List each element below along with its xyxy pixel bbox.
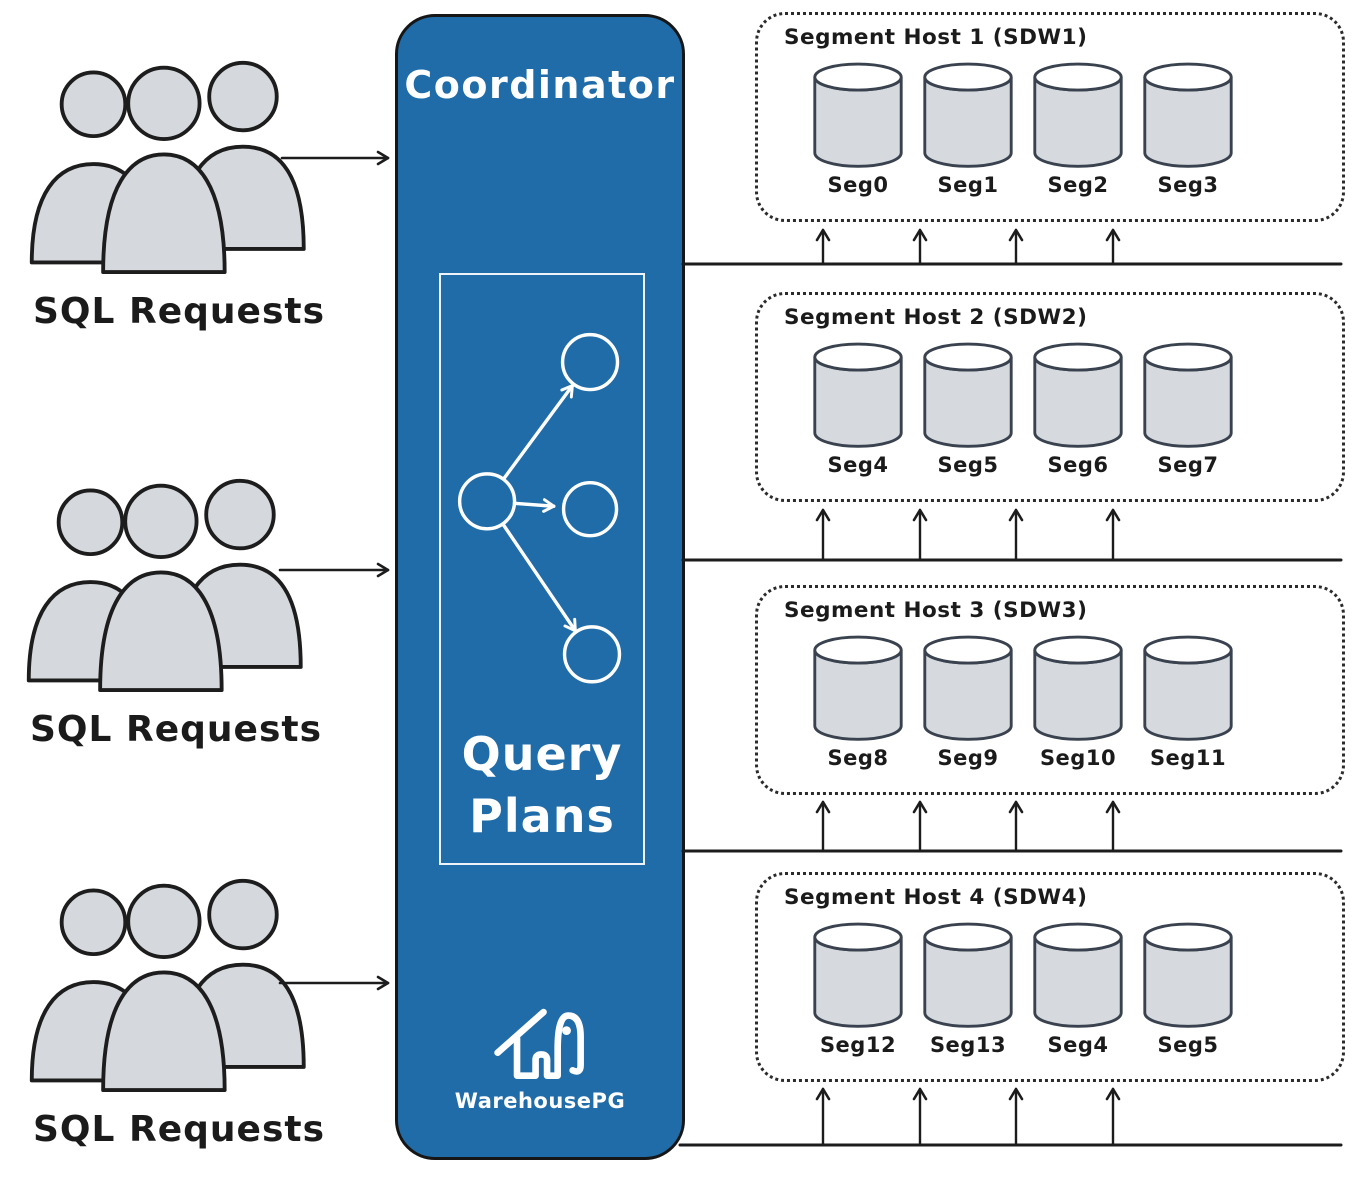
segment-seg5: Seg5 [920, 339, 1016, 477]
segment-seg2: Seg2 [1030, 59, 1126, 197]
database-cylinder-icon [1143, 342, 1233, 448]
segment-host-title: Segment Host 1 (SDW1) [784, 25, 1088, 50]
database-cylinder-icon [813, 62, 903, 168]
segment-host-3: Segment Host 3 (SDW3) Seg8 Seg9 Seg10 Se… [755, 585, 1345, 795]
segment-host-title: Segment Host 3 (SDW3) [784, 598, 1088, 623]
query-plan-tree-icon [457, 332, 622, 684]
segment-seg9: Seg9 [920, 632, 1016, 770]
query-plans-box: Query Plans [439, 273, 645, 865]
database-cylinder-icon [1143, 62, 1233, 168]
segment-label: Seg7 [1157, 453, 1219, 477]
client-group-1: SQL Requests [15, 58, 326, 332]
database-cylinder-icon [1033, 62, 1123, 168]
database-cylinder-icon [813, 922, 903, 1028]
segment-seg12: Seg12 [810, 919, 906, 1057]
segment-host-1: Segment Host 1 (SDW1) Seg0 Seg1 Seg2 Seg… [755, 12, 1345, 222]
segment-row: Seg0 Seg1 Seg2 Seg3 [810, 59, 1236, 197]
coordinator-node: Coordinator Query Plans [395, 14, 685, 1160]
segment-seg6: Seg6 [1030, 339, 1126, 477]
users-icon [29, 60, 306, 275]
warehousepg-logo-text: WarehousePG [454, 1089, 626, 1113]
query-plans-label-line2: Plans [469, 789, 615, 843]
segment-seg11: Seg11 [1140, 632, 1236, 770]
segment-label: Seg2 [1047, 173, 1109, 197]
segment-seg1: Seg1 [920, 59, 1016, 197]
warehousepg-logo-icon [494, 1008, 584, 1079]
segment-label: Seg4 [827, 453, 889, 477]
query-plans-label-line1: Query [461, 727, 623, 781]
segment-label: Seg5 [937, 453, 999, 477]
coordinator-title: Coordinator [404, 63, 676, 107]
client-label: SQL Requests [33, 1109, 326, 1150]
client-label: SQL Requests [30, 709, 323, 750]
segment-label: Seg13 [929, 1033, 1007, 1057]
bus-to-host-2 [681, 508, 1343, 562]
segment-label: Seg11 [1149, 746, 1227, 770]
segment-label: Seg5 [1157, 1033, 1219, 1057]
segment-host-4: Segment Host 4 (SDW4) Seg12 Seg13 Seg4 S… [755, 872, 1345, 1082]
client-group-3: SQL Requests [15, 876, 326, 1150]
database-cylinder-icon [813, 635, 903, 741]
segment-label: Seg12 [819, 1033, 897, 1057]
segment-row: Seg4 Seg5 Seg6 Seg7 [810, 339, 1236, 477]
database-cylinder-icon [1033, 342, 1123, 448]
database-cylinder-icon [923, 922, 1013, 1028]
segment-seg7: Seg7 [1140, 339, 1236, 477]
segment-seg0: Seg0 [810, 59, 906, 197]
database-cylinder-icon [1033, 922, 1123, 1028]
bus-to-host-3 [681, 800, 1343, 853]
segment-seg3: Seg3 [1140, 59, 1236, 197]
users-icon [26, 478, 303, 693]
database-cylinder-icon [923, 62, 1013, 168]
elephant-eye-dot [562, 1026, 571, 1036]
bus-to-host-4 [678, 1087, 1343, 1147]
database-cylinder-icon [923, 342, 1013, 448]
client-group-2: SQL Requests [12, 476, 323, 750]
segment-label: Seg0 [827, 173, 889, 197]
segment-seg13: Seg13 [920, 919, 1016, 1057]
segment-label: Seg3 [1157, 173, 1219, 197]
segment-label: Seg6 [1047, 453, 1109, 477]
segment-seg15: Seg5 [1140, 919, 1236, 1057]
segment-seg4: Seg4 [810, 339, 906, 477]
segment-label: Seg9 [937, 746, 999, 770]
database-cylinder-icon [1143, 635, 1233, 741]
segment-label: Seg8 [827, 746, 889, 770]
users-icon [29, 878, 306, 1093]
segment-host-2: Segment Host 2 (SDW2) Seg4 Seg5 Seg6 Seg… [755, 292, 1345, 502]
warehousepg-logo: WarehousePG [398, 1003, 682, 1113]
database-cylinder-icon [1143, 922, 1233, 1028]
database-cylinder-icon [813, 342, 903, 448]
segment-row: Seg12 Seg13 Seg4 Seg5 [810, 919, 1236, 1057]
segment-seg14: Seg4 [1030, 919, 1126, 1057]
segment-label: Seg10 [1039, 746, 1117, 770]
segment-host-title: Segment Host 4 (SDW4) [784, 885, 1088, 910]
client-label: SQL Requests [33, 291, 326, 332]
segment-seg8: Seg8 [810, 632, 906, 770]
database-cylinder-icon [923, 635, 1013, 741]
segment-host-title: Segment Host 2 (SDW2) [784, 305, 1088, 330]
bus-to-host-1 [681, 228, 1343, 266]
segment-label: Seg4 [1047, 1033, 1109, 1057]
query-plans-label: Query Plans [441, 723, 643, 847]
segment-seg10: Seg10 [1030, 632, 1126, 770]
database-cylinder-icon [1033, 635, 1123, 741]
segment-row: Seg8 Seg9 Seg10 Seg11 [810, 632, 1236, 770]
segment-label: Seg1 [937, 173, 999, 197]
